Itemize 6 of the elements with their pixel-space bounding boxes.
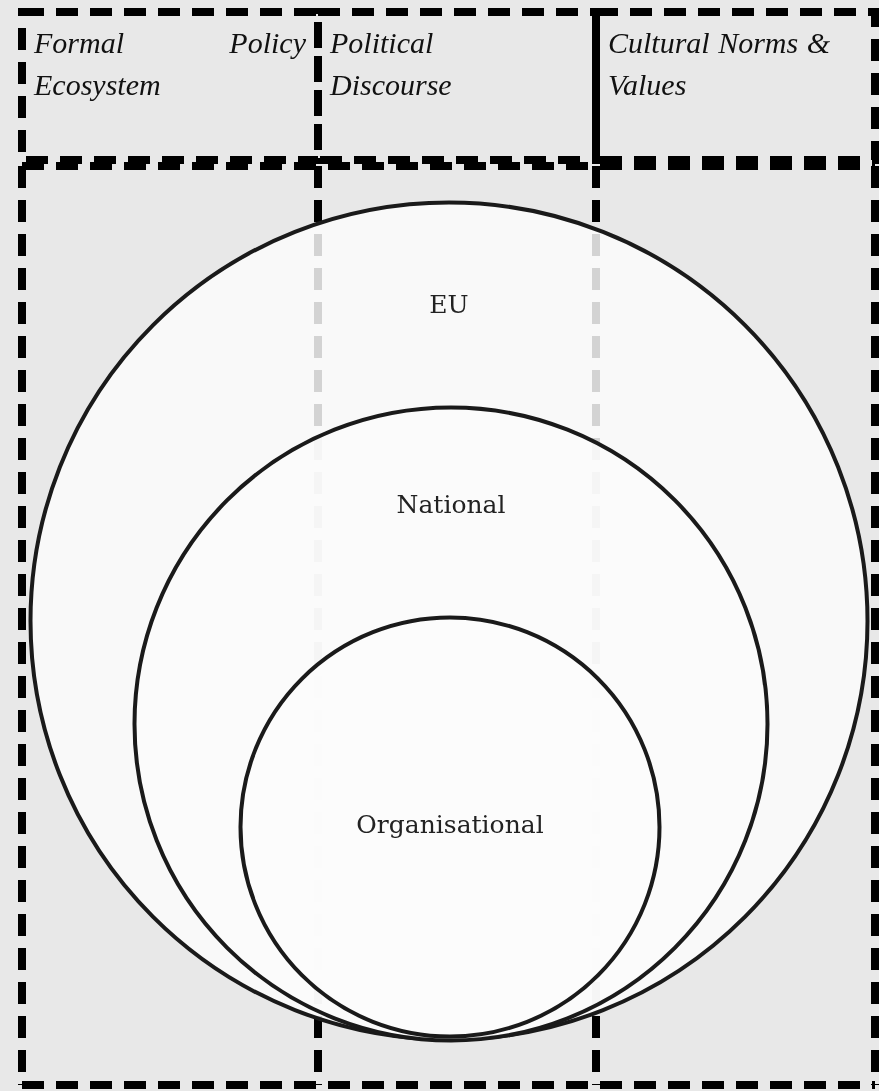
scope-circle bbox=[132, 405, 770, 1043]
scope-circle bbox=[238, 615, 662, 1039]
scope-label: National bbox=[396, 490, 506, 519]
scope-circle bbox=[28, 200, 870, 1042]
scope-label: EU bbox=[429, 290, 469, 319]
scope-label: Organisational bbox=[356, 810, 544, 839]
